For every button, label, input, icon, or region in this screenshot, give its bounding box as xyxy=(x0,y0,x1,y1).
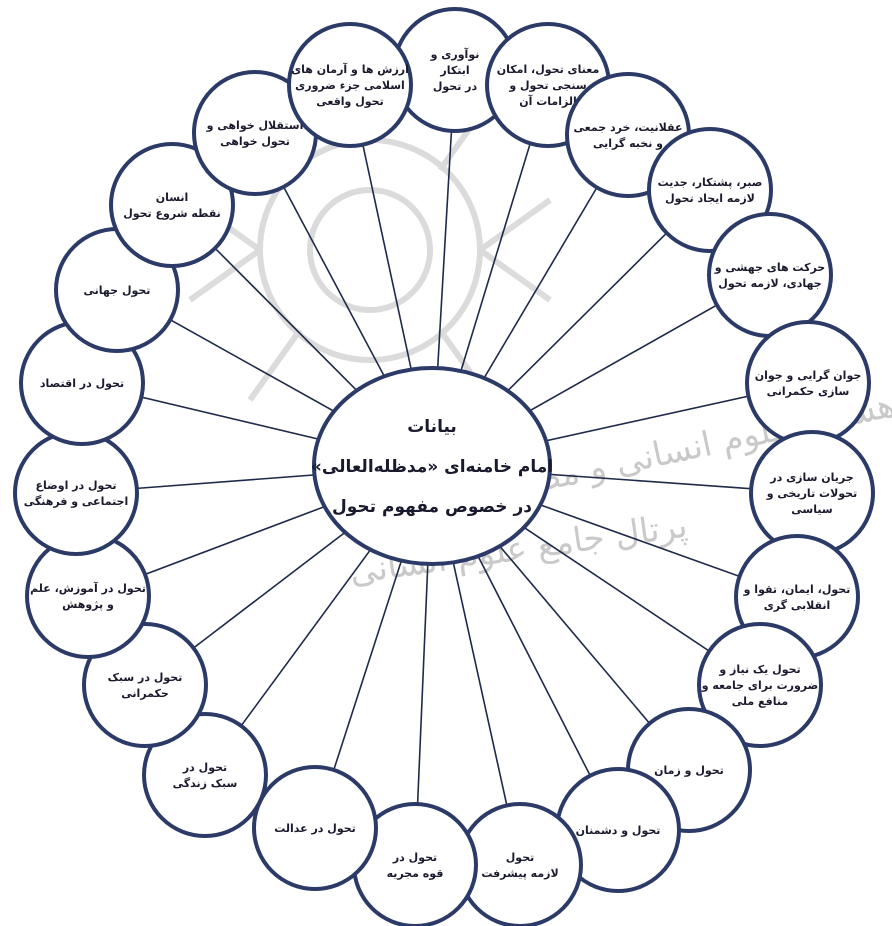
concept-node-label: ارزش ها و آرمان های xyxy=(291,62,409,76)
concept-node-label: اسلامی جزء ضروری xyxy=(295,79,405,92)
concept-node: تحول در قوه مجریه xyxy=(352,802,478,926)
concept-node-label: تحول در عدالت xyxy=(274,822,356,835)
concept-node: تحول در سبک زندگی xyxy=(142,712,268,838)
concept-node: تحول در اوضاع اجتماعی و فرهنگی xyxy=(13,430,139,556)
concept-node-label: و نخبه گرایی xyxy=(593,137,663,150)
concept-node-label: حکمرانی xyxy=(121,687,169,700)
concept-node-label: تحول در اوضاع xyxy=(35,479,116,492)
concept-node-label: منافع ملی xyxy=(732,695,788,708)
concept-node-circle xyxy=(252,765,378,891)
concept-node-circle xyxy=(287,22,413,148)
concept-node: تحول یک نیاز و ضرورت برای جامعه و منافع مل… xyxy=(697,622,823,748)
center-title: بیانات xyxy=(407,417,457,437)
concept-node-label: نوآوری و xyxy=(430,47,480,61)
concept-node-label: انقلابی گری xyxy=(764,599,831,612)
concept-node-label: صبر، پشتکار، جدیت xyxy=(658,176,763,189)
concept-node-label: در تحول xyxy=(433,80,478,93)
concept-node-label: انسان xyxy=(156,191,189,204)
concept-node-label: تحول در آموزش، علم xyxy=(30,581,146,595)
center-node: بیانات امام خامنه‌ای «مدظله‌العالی» در خ… xyxy=(311,366,553,566)
concept-node: حرکت های جهشی و جهادی، لازمه تحول xyxy=(707,212,833,338)
concept-node-label: قوه مجریه xyxy=(387,867,444,880)
concept-node: انسان نقطه شروع تحول xyxy=(109,142,235,268)
concept-node-label: اجتماعی و فرهنگی xyxy=(24,495,129,508)
concept-node-label: تحول در سبک xyxy=(108,671,183,684)
concept-node-label: تحول xyxy=(506,851,535,864)
center-ellipse xyxy=(312,366,552,566)
concept-node-label: معنای تحول، امکان xyxy=(497,63,600,76)
concept-node-label: ابتکار xyxy=(439,64,469,77)
concept-node-label: جهادی، لازمه تحول xyxy=(718,277,821,290)
concept-node: استقلال خواهی و تحول خواهی xyxy=(192,70,318,196)
concept-node-label: تحول، ایمان، تقوا و xyxy=(743,583,851,596)
concept-node-label: الزامات آن xyxy=(519,94,577,108)
concept-node-label: عقلانیت، خرد جمعی xyxy=(574,121,683,134)
concept-node-label: تحول در xyxy=(392,851,437,864)
concept-node-label: تحول در xyxy=(182,761,227,774)
concept-node-label: تحول و دشمنان xyxy=(576,824,661,837)
concept-node-label: سیاسی xyxy=(791,503,832,516)
concept-node-label: نقطه شروع تحول xyxy=(123,207,221,220)
concept-node: تحول در سبک حکمرانی xyxy=(82,622,208,748)
concept-node-circle xyxy=(707,212,833,338)
concept-node-label: تحولات تاریخی و xyxy=(766,487,857,500)
concept-node-label: جریان سازی در xyxy=(769,471,853,484)
concept-node: جریان سازی در تحولات تاریخی و سیاسی xyxy=(749,430,875,556)
concept-node-circle xyxy=(697,622,823,748)
concept-node: ارزش ها و آرمان های اسلامی جزء ضروری تحول … xyxy=(287,22,413,148)
concept-node-label: تحول خواهی xyxy=(220,135,290,148)
concept-node: تحول و دشمنان xyxy=(555,767,681,893)
concept-node: جوان گرایی و جوان سازی حکمرانی xyxy=(745,320,871,446)
concept-node-label: سبک زندگی xyxy=(173,777,238,790)
concept-node-label: ضرورت برای جامعه و xyxy=(701,679,819,692)
concept-node: تحول در آموزش، علم و پژوهش xyxy=(25,533,151,659)
concept-node-circle xyxy=(142,712,268,838)
concept-node-label: سنجی تحول و xyxy=(508,79,586,92)
concept-node-circle xyxy=(745,320,871,446)
concept-node-label: حرکت های جهشی و xyxy=(714,261,826,274)
center-topic: در خصوص مفهوم تحول xyxy=(332,497,532,517)
outer-nodes: نوآوری و ابتکار در تحول معنای تحول، امکان سن… xyxy=(13,7,875,926)
concept-node-label: تحول یک نیاز و xyxy=(718,663,800,676)
concept-node-circle xyxy=(109,142,235,268)
concept-node-label: استقلال خواهی و xyxy=(206,119,304,132)
concept-node-label: تحول در اقتصاد xyxy=(40,377,124,390)
concept-node-label: و پژوهش xyxy=(62,598,114,611)
concept-node-label: لازمه پیشرفت xyxy=(481,867,558,880)
concept-node-label: سازی حکمرانی xyxy=(767,385,850,398)
concept-node-label: لازمه ایجاد تحول xyxy=(665,192,755,205)
center-subtitle: امام خامنه‌ای «مدظله‌العالی» xyxy=(311,457,553,477)
concept-node-label: تحول واقعی xyxy=(316,95,383,108)
concept-node-circle xyxy=(82,622,208,748)
concept-node-circle xyxy=(13,430,139,556)
concept-node: تحول در عدالت xyxy=(252,765,378,891)
concept-node-label: جوان گرایی و جوان xyxy=(755,369,862,382)
concept-node-label: تحول و زمان xyxy=(654,764,724,777)
concept-node-label: تحول جهانی xyxy=(84,284,151,297)
